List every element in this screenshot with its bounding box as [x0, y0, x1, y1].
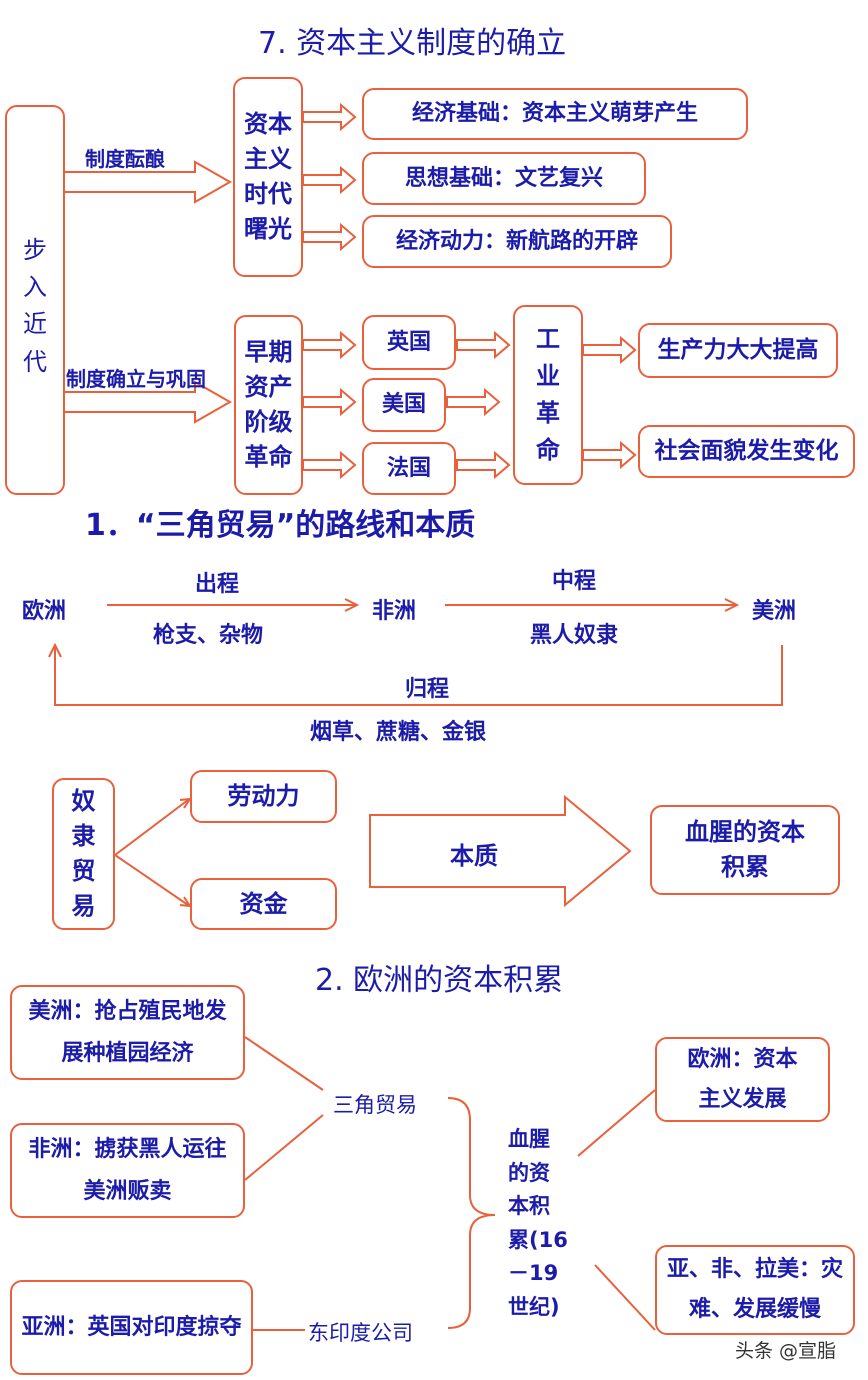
revolution-box: 早期资产阶级革命 — [234, 315, 303, 495]
essence-result-box: 血腥的资本积累 — [650, 805, 840, 895]
others-result-box: 亚、非、拉美：灾难、发展缓慢 — [655, 1245, 855, 1335]
africa-label: 非洲：掳获黑人运往美洲贩卖 — [28, 1136, 227, 1204]
center-label: 血腥的资本积累(16－19世纪) — [508, 1127, 568, 1319]
country-box: 法国 — [362, 442, 456, 495]
country-box: 英国 — [362, 315, 456, 370]
arrow-middle — [445, 598, 740, 612]
industrial-box: 工业革命 — [513, 305, 583, 485]
east-india-label: 东印度公司 — [308, 1321, 413, 1345]
arrow-establish — [65, 380, 233, 424]
result-box: 生产力大大提高 — [638, 323, 838, 378]
essence-result-label: 血腥的资本积累 — [685, 818, 805, 881]
labor-box: 劳动力 — [190, 770, 337, 823]
middle-goods: 黑人奴隶 — [530, 623, 619, 648]
dawn-label: 资本主义时代曙光 — [244, 110, 292, 243]
return-goods: 烟草、蔗糖、金银 — [310, 720, 487, 745]
europe-result-box: 欧洲：资本主义发展 — [655, 1037, 830, 1122]
america-box: 美洲：抢占殖民地发展种植园经济 — [10, 985, 245, 1080]
outbound-label: 出程 — [195, 572, 240, 597]
return-label: 归程 — [405, 677, 450, 702]
funds-box: 资金 — [190, 878, 337, 930]
result-box: 社会面貌发生变化 — [638, 425, 855, 478]
arrow-essence — [369, 794, 632, 908]
label-brewing: 制度酝酿 — [85, 147, 165, 171]
branch-lines — [114, 797, 193, 908]
middle-label: 中程 — [552, 569, 597, 594]
europe-result-label: 欧洲：资本主义发展 — [687, 1046, 798, 1112]
industrial-label: 工业革命 — [536, 324, 560, 465]
triangle-trade-label: 三角贸易 — [333, 1093, 417, 1117]
dawn-box: 资本主义时代曙光 — [233, 77, 303, 277]
section1-title: 7. 资本主义制度的确立 — [258, 26, 567, 61]
dawn-item: 思想基础：文艺复兴 — [362, 152, 646, 205]
root-label: 步入近代 — [23, 236, 47, 376]
dawn-item: 经济动力：新航路的开辟 — [362, 215, 672, 268]
arrow-brewing — [65, 160, 233, 204]
america-label: 美洲：抢占殖民地发展种植园经济 — [28, 998, 227, 1066]
label-establish: 制度确立与巩固 — [66, 367, 206, 391]
dawn-item: 经济基础：资本主义萌芽产生 — [362, 88, 748, 140]
brace — [447, 1097, 496, 1329]
node-africa: 非洲 — [372, 599, 417, 624]
node-europe: 欧洲 — [22, 599, 67, 624]
arrow-return — [48, 642, 783, 706]
slave-trade-label: 奴隶贸易 — [71, 787, 96, 920]
asia-label: 亚洲：英国对印度掠夺 — [21, 1314, 242, 1340]
slave-trade-box: 奴隶贸易 — [52, 778, 115, 930]
arrow-outbound — [107, 598, 360, 612]
africa-box: 非洲：掳获黑人运往美洲贩卖 — [10, 1123, 245, 1218]
watermark: 头条 @宣脂 — [735, 1340, 837, 1362]
section2-title: 1．“三角贸易”的路线和本质 — [85, 508, 476, 543]
country-box: 美国 — [362, 378, 446, 432]
root-box: 步入近代 — [5, 105, 65, 495]
others-result-label: 亚、非、拉美：灾难、发展缓慢 — [666, 1257, 843, 1322]
node-america: 美洲 — [752, 599, 797, 624]
revolution-label: 早期资产阶级革命 — [244, 338, 293, 471]
outbound-goods: 枪支、杂物 — [153, 623, 264, 648]
asia-box: 亚洲：英国对印度掠夺 — [10, 1280, 253, 1375]
essence-label: 本质 — [450, 842, 498, 870]
section3-title: 2. 欧洲的资本积累 — [315, 963, 564, 998]
